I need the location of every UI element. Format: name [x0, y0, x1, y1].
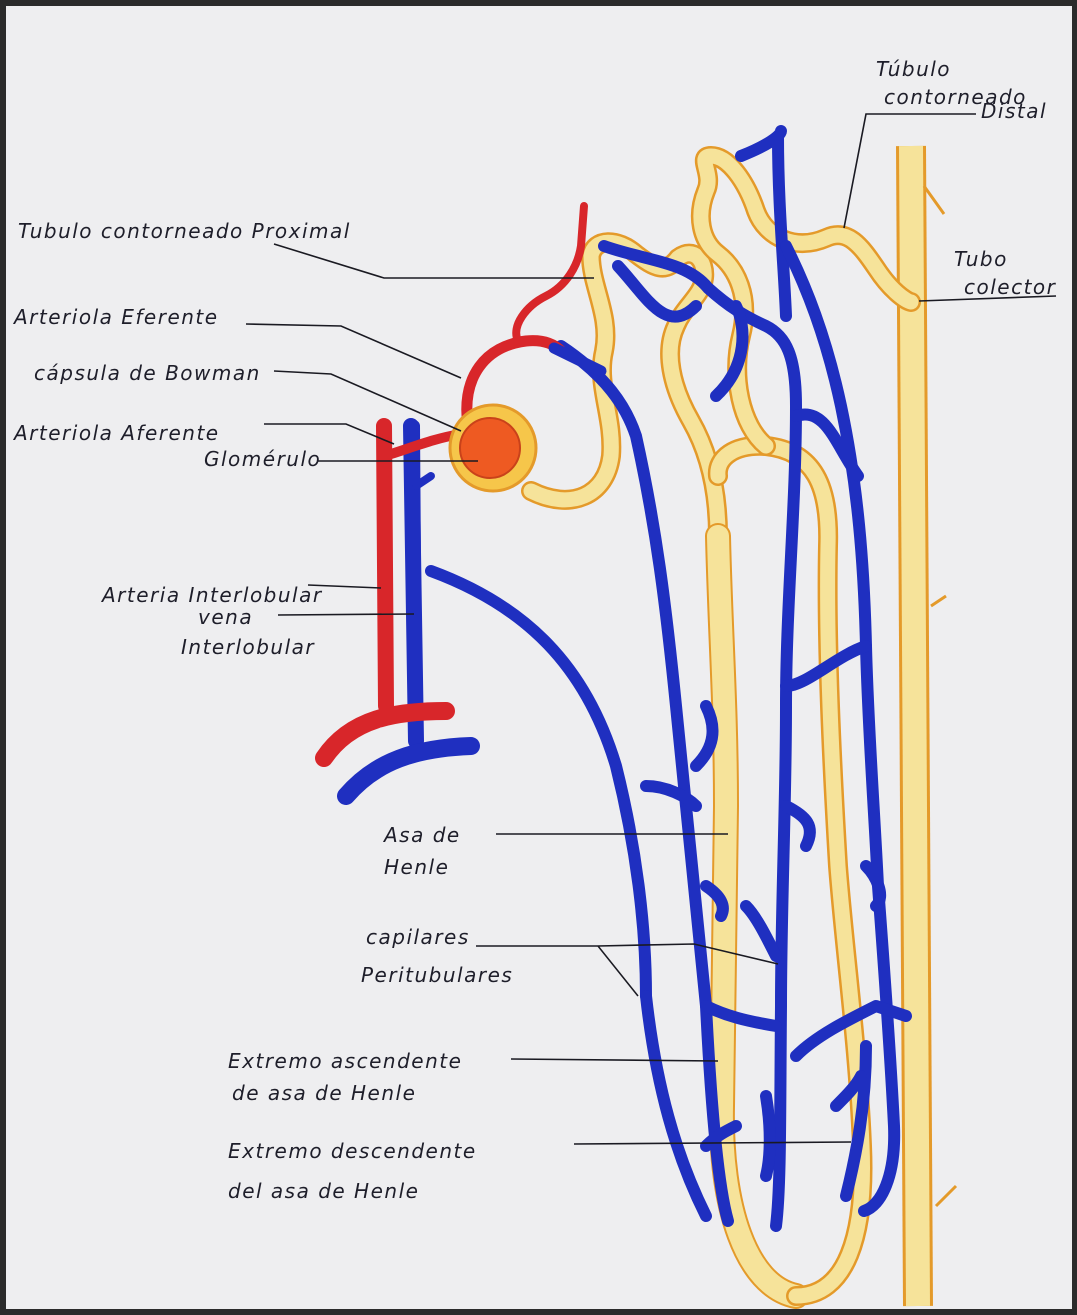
tubo-colector: [911, 146, 956, 1306]
corpusculo-renal: [450, 405, 536, 491]
label-vena-interlobular-1: vena: [198, 605, 253, 629]
drawing-sheet: Túbulo contorneado Distal Tubulo contorn…: [6, 6, 1072, 1309]
label-extremo-descendente-2: del asa de Henle: [228, 1179, 419, 1203]
label-glomerulo: Glomérulo: [204, 447, 321, 471]
label-asa-henle-2: Henle: [384, 855, 449, 879]
label-tubo-colector-1: Tubo: [954, 247, 1008, 271]
label-arteria-interlobular: Arteria Interlobular: [100, 583, 323, 607]
label-extremo-descendente-1: Extremo descendente: [228, 1139, 477, 1163]
label-capsula-bowman: cápsula de Bowman: [34, 361, 261, 385]
arterias: [324, 206, 601, 758]
nephron-diagram: Túbulo contorneado Distal Tubulo contorn…: [6, 6, 1072, 1309]
label-capilares-2: Peritubulares: [361, 963, 513, 987]
tubulos: [531, 156, 911, 1296]
label-tubulo-distal-3: Distal: [981, 99, 1047, 123]
label-arteriola-eferente: Arteriola Eferente: [12, 305, 219, 329]
label-arteriola-aferente: Arteriola Aferente: [12, 421, 220, 445]
label-extremo-ascendente-1: Extremo ascendente: [228, 1049, 462, 1073]
vena-interlobular: [346, 426, 471, 796]
label-tubulo-distal-1: Túbulo: [876, 57, 951, 81]
label-capilares-1: capilares: [366, 925, 470, 949]
label-vena-interlobular-2: Interlobular: [181, 635, 315, 659]
label-asa-henle-1: Asa de: [382, 823, 461, 847]
label-tubulo-proximal: Tubulo contorneado Proximal: [18, 219, 351, 243]
glomerulo-shape: [460, 418, 520, 478]
label-tubo-colector-2: colector: [964, 275, 1057, 299]
label-extremo-ascendente-2: de asa de Henle: [232, 1081, 416, 1105]
